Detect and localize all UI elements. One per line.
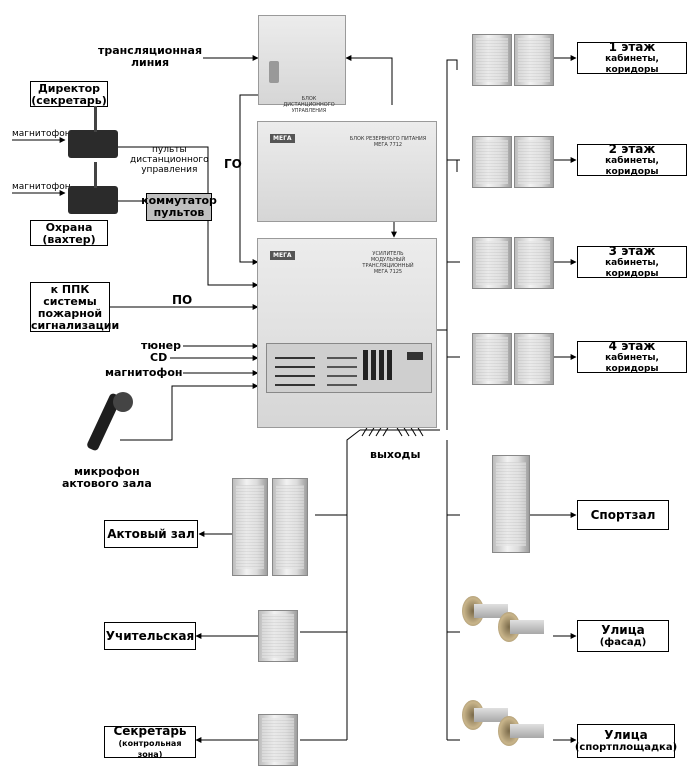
zone-floor-4: 4 этаж кабинеты, коридоры xyxy=(577,338,687,374)
control-box-text: БЛОК ДИСТАНЦИОННОГО УПРАВЛЕНИЯ xyxy=(283,96,335,114)
horn-speaker-icon xyxy=(498,612,546,642)
zone-title: Улица xyxy=(604,728,648,742)
backup-power-text: БЛОК РЕЗЕРВНОГО ПИТАНИЯ МЕГА 7712 xyxy=(349,136,427,148)
wall-speaker xyxy=(514,136,554,188)
zone-street-facade: Улица (фасад) xyxy=(577,620,669,652)
magnitofon-label-2: магнитофон xyxy=(12,182,71,192)
horn-speaker-icon xyxy=(462,596,510,626)
brand-logo: МЕГА xyxy=(270,134,295,143)
zone-sportzal: Спортзал xyxy=(577,500,669,530)
zone-secretary: Секретарь (контрольная зона) xyxy=(104,723,196,759)
zone-title: Секретарь xyxy=(113,723,187,738)
amplifier-unit: МЕГА УСИЛИТЕЛЬ МОДУЛЬНЫЙ ТРАНСЛЯЦИОННЫЙ … xyxy=(257,238,437,428)
po-label: ПО xyxy=(172,293,193,307)
cd-label: CD xyxy=(150,351,168,364)
zone-teachers-room: Учительская xyxy=(104,622,196,650)
go-label: ГО xyxy=(224,157,242,171)
zone-title: 3 этаж xyxy=(608,243,656,258)
zone-title: Спортзал xyxy=(590,507,656,522)
zone-sub: (спортплощадка) xyxy=(574,742,678,753)
magnitofon-label-1: магнитофон xyxy=(12,129,71,139)
magnitofon-label-3: магнитофон xyxy=(105,366,183,379)
zone-title: Актовый зал xyxy=(107,526,195,541)
amplifier-text: УСИЛИТЕЛЬ МОДУЛЬНЫЙ ТРАНСЛЯЦИОННЫЙ МЕГА … xyxy=(362,251,414,275)
amplifier-panel xyxy=(266,343,432,393)
horn-speaker-icon xyxy=(462,700,510,730)
ppk-box: к ППК системы пожарной сигнализации xyxy=(30,282,120,332)
column-speaker xyxy=(272,478,308,576)
wall-speaker xyxy=(514,333,554,385)
remote-panels-label: пульты дистанционного управления xyxy=(130,145,209,175)
zone-sub: кабинеты, коридоры xyxy=(605,155,659,177)
wall-speaker xyxy=(472,34,512,86)
broadcast-line-label: трансляционная линия xyxy=(98,44,203,69)
console-director xyxy=(68,106,118,158)
tuner-label: тюнер xyxy=(141,339,182,352)
zone-title: Улица xyxy=(601,623,645,637)
zone-sub: (фасад) xyxy=(599,637,647,648)
wall-speaker xyxy=(472,136,512,188)
zone-title: 4 этаж xyxy=(608,338,656,353)
brand-logo: МЕГА xyxy=(270,251,295,260)
wall-speaker xyxy=(472,237,512,289)
zone-sub: (контрольная зона) xyxy=(118,738,182,759)
wall-speaker xyxy=(258,714,298,766)
microphone-gooseneck xyxy=(94,162,97,188)
security-box: Охрана (вахтер) xyxy=(30,220,108,246)
wall-speaker xyxy=(514,34,554,86)
console-security xyxy=(68,162,118,214)
control-box: БЛОК ДИСТАНЦИОННОГО УПРАВЛЕНИЯ xyxy=(258,15,346,114)
director-box: Директор (секретарь) xyxy=(30,81,108,107)
microphone-gooseneck xyxy=(94,106,97,132)
backup-power-unit: МЕГА БЛОК РЕЗЕРВНОГО ПИТАНИЯ МЕГА 7712 xyxy=(257,121,437,222)
zone-floor-3: 3 этаж кабинеты, коридоры xyxy=(577,243,687,279)
column-speaker xyxy=(492,455,530,553)
zone-title: Учительская xyxy=(105,628,195,643)
commutator-box: коммутатор пультов xyxy=(141,193,217,221)
horn-speaker-icon xyxy=(498,716,546,746)
zone-sub: кабинеты, коридоры xyxy=(605,53,659,75)
wall-speaker xyxy=(514,237,554,289)
zone-title: 2 этаж xyxy=(608,141,656,156)
key-icon xyxy=(269,61,279,83)
wall-speaker xyxy=(472,333,512,385)
zone-sub: кабинеты, коридоры xyxy=(605,257,659,279)
zone-street-sportground: Улица (спортплощадка) xyxy=(574,724,678,758)
zone-floor-1: 1 этаж кабинеты, коридоры xyxy=(577,39,687,75)
zone-floor-2: 2 этаж кабинеты, коридоры xyxy=(577,141,687,177)
zone-title: 1 этаж xyxy=(608,39,656,54)
outputs-label: выходы xyxy=(370,448,421,461)
microphone-label: микрофон актового зала xyxy=(62,465,152,490)
column-speaker xyxy=(232,478,268,576)
wall-speaker xyxy=(258,610,298,662)
zone-sub: кабинеты, коридоры xyxy=(605,352,659,374)
zone-assembly-hall: Актовый зал xyxy=(104,520,198,548)
